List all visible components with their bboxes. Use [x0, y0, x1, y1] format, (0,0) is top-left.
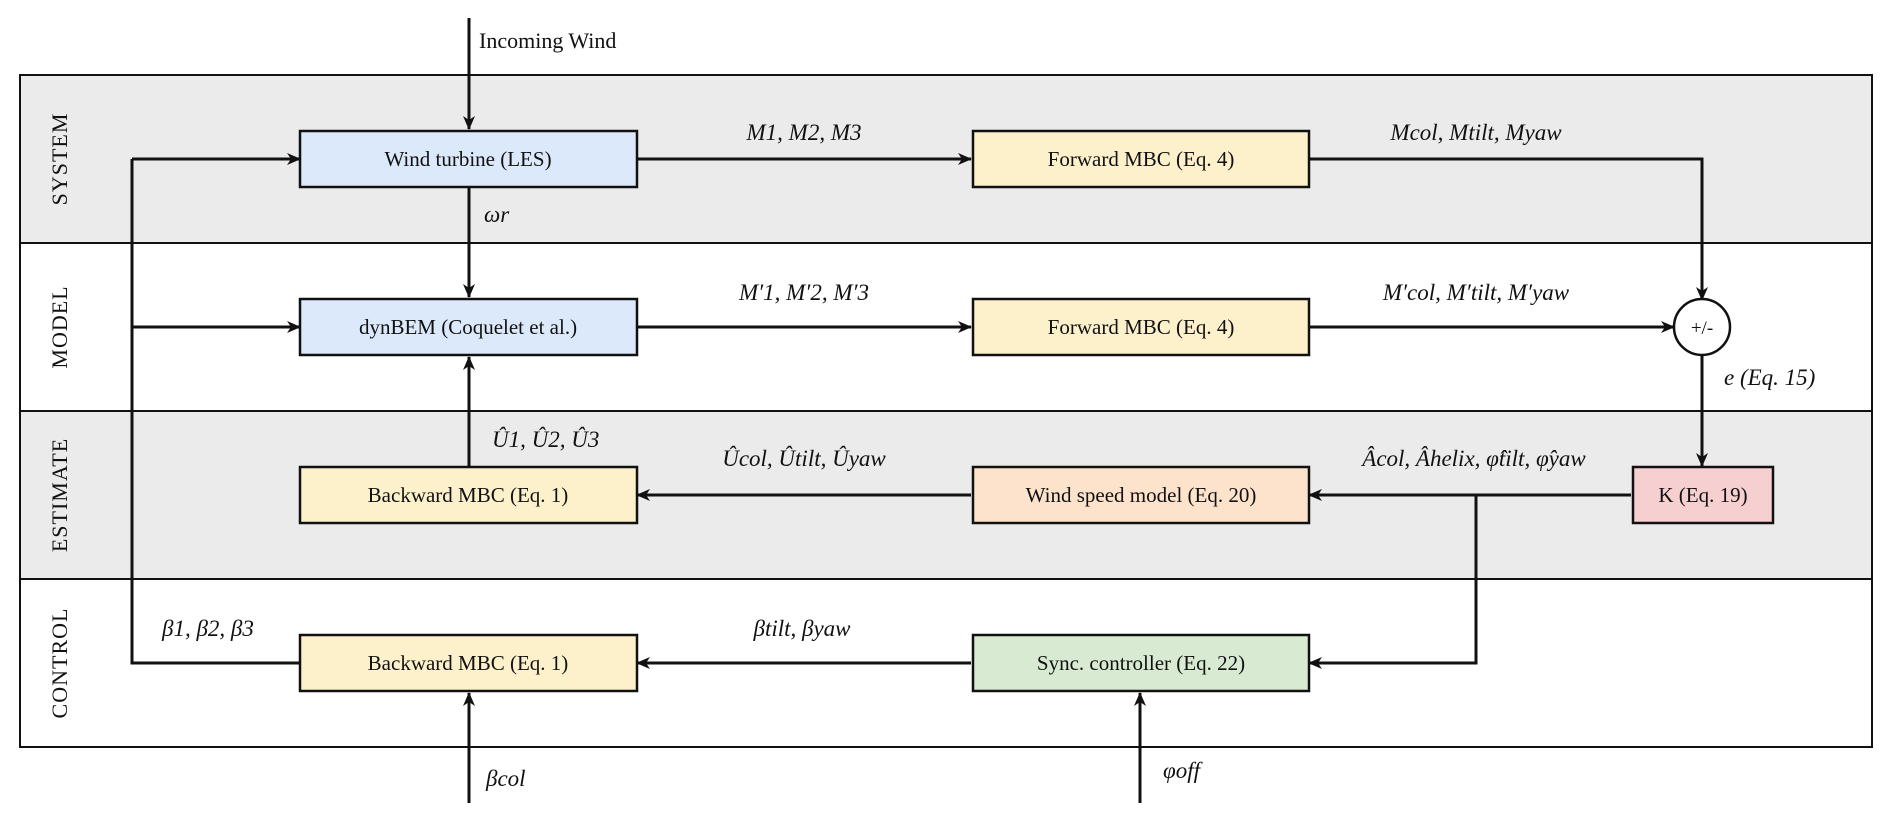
connectors: [130, 18, 1708, 803]
mbc-moments-label: Mcol, Mtilt, Myaw: [1389, 120, 1562, 145]
sum-junction: +/-: [1672, 297, 1732, 357]
incoming-wind-label: Incoming Wind: [479, 28, 616, 53]
forward-mbc-model-label: Forward MBC (Eq. 4): [1048, 315, 1235, 339]
k-gain-label: K (Eq. 19): [1658, 483, 1747, 507]
forward-mbc-system-label: Forward MBC (Eq. 4): [1048, 147, 1235, 171]
sync-controller-block: Sync. controller (Eq. 22): [971, 633, 1311, 693]
mbc-moments-arrow: [1309, 157, 1708, 301]
band-label-system: SYSTEM: [47, 113, 72, 206]
k-gain-block: K (Eq. 19): [1631, 465, 1775, 525]
model-blade-moments-label: M′1, M′2, M′3: [738, 280, 869, 305]
sum-junction-label: +/-: [1691, 318, 1713, 339]
backward-mbc-control-block: Backward MBC (Eq. 1): [298, 633, 639, 693]
blade-moments-label: M1, M2, M3: [746, 120, 862, 145]
dynbem-block: dynBEM (Coquelet et al.): [298, 297, 639, 357]
blade-wind-speeds-label: Û1, Û2, Û3: [492, 426, 599, 452]
backward-mbc-control-label: Backward MBC (Eq. 1): [368, 651, 569, 675]
blade-pitch-label: β1, β2, β3: [161, 616, 254, 641]
mbc-wind-speeds-label: Ûcol, Ûtilt, Ûyaw: [722, 445, 886, 471]
tilt-yaw-pitch-label: βtilt, βyaw: [752, 616, 851, 641]
sync-controller-label: Sync. controller (Eq. 22): [1037, 651, 1245, 675]
signal-labels: Incoming Wind M1, M2, M3 Mcol, Mtilt, My…: [161, 28, 1815, 791]
wind-speed-model-block: Wind speed model (Eq. 20): [971, 465, 1311, 525]
collective-pitch-label: βcol: [485, 766, 526, 791]
error-label: e (Eq. 15): [1724, 365, 1815, 390]
estimated-states-label: Âcol, Âhelix, φ̂tilt, φ̂yaw: [1360, 446, 1586, 471]
wind-speed-model-label: Wind speed model (Eq. 20): [1026, 483, 1257, 507]
rotor-speed-label: ωr: [484, 202, 510, 227]
estimated-states-branch-arrow: [1308, 495, 1478, 669]
wind-turbine-block: Wind turbine (LES): [298, 129, 639, 189]
wind-turbine-label: Wind turbine (LES): [384, 147, 551, 171]
band-label-estimate: ESTIMATE: [47, 438, 72, 552]
backward-mbc-estimate-label: Backward MBC (Eq. 1): [368, 483, 569, 507]
bands: SYSTEM MODEL ESTIMATE CONTROL: [19, 74, 1873, 748]
backward-mbc-estimate-block: Backward MBC (Eq. 1): [298, 465, 639, 525]
dynbem-label: dynBEM (Coquelet et al.): [359, 315, 577, 339]
blocks: Wind turbine (LES) Forward MBC (Eq. 4) d…: [298, 129, 1775, 693]
forward-mbc-system-block: Forward MBC (Eq. 4): [971, 129, 1311, 189]
band-label-control: CONTROL: [47, 608, 72, 719]
model-mbc-moments-label: M′col, M′tilt, M′yaw: [1382, 280, 1570, 305]
phase-offset-label: φoff: [1163, 758, 1204, 783]
forward-mbc-model-block: Forward MBC (Eq. 4): [971, 297, 1311, 357]
band-label-model: MODEL: [47, 285, 72, 368]
